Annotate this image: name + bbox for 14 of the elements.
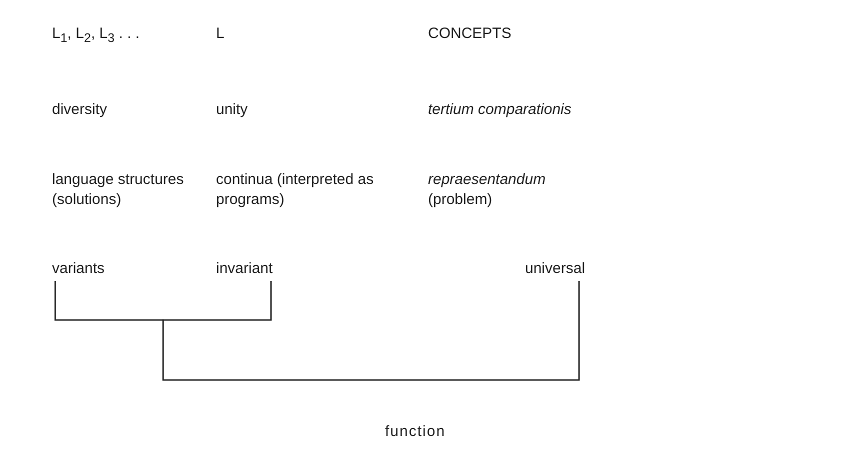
term-text: variants — [52, 259, 105, 279]
label-text: repraesentandum (problem) — [428, 170, 547, 210]
label-text: unity — [216, 100, 248, 120]
term-text: invariant — [216, 259, 273, 279]
column-heading: CONCEPTS — [428, 24, 512, 44]
term-text: universal — [525, 259, 586, 279]
label-text: language structures (solutions) — [52, 170, 185, 210]
column-heading: L — [216, 24, 224, 44]
bracket-connector — [162, 281, 580, 381]
label-text: diversity — [52, 100, 108, 120]
label-text: continua (interpreted as programs) — [216, 170, 375, 210]
column-heading: L$_{1}$, L$_{2}$, L$_{3}$ . . . — [52, 24, 140, 47]
label-text: function — [385, 422, 446, 442]
label-text: tertium comparationis — [428, 100, 572, 120]
